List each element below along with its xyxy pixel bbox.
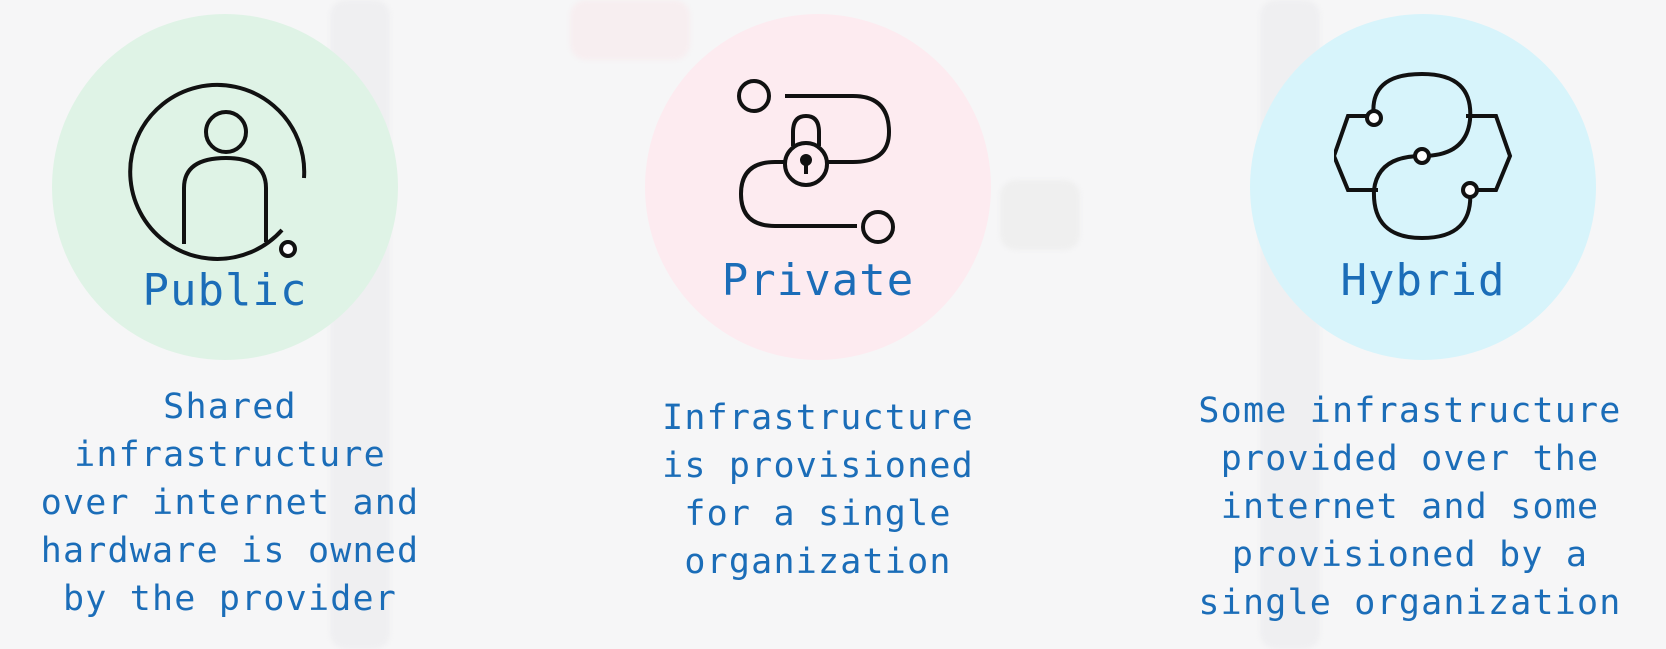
- hybrid-link-icon: [1334, 71, 1513, 241]
- background-shape: [1000, 180, 1080, 250]
- public-circle: [52, 14, 398, 360]
- card-title: Hybrid: [1340, 255, 1506, 306]
- hybrid-circle: [1250, 14, 1596, 360]
- user-in-circle-icon: [128, 82, 307, 261]
- card-title: Private: [721, 255, 915, 306]
- card-description: Shared infrastructure over internet and …: [40, 387, 420, 619]
- private-circle: [645, 14, 991, 360]
- card-title: Public: [142, 265, 308, 316]
- card-hybrid: Hybrid Some infrastructure provided over…: [1198, 0, 1650, 649]
- background-shape: [570, 0, 690, 60]
- card-public: Public Shared infrastructure over intern…: [41, 0, 452, 649]
- card-description: Infrastructure is provisioned for a sing…: [662, 398, 974, 582]
- lock-path-icon: [737, 79, 895, 244]
- card-private: Private Infrastructure is provisioned fo…: [645, 0, 1045, 649]
- card-description: Some infrastructure provided over the in…: [1198, 391, 1622, 623]
